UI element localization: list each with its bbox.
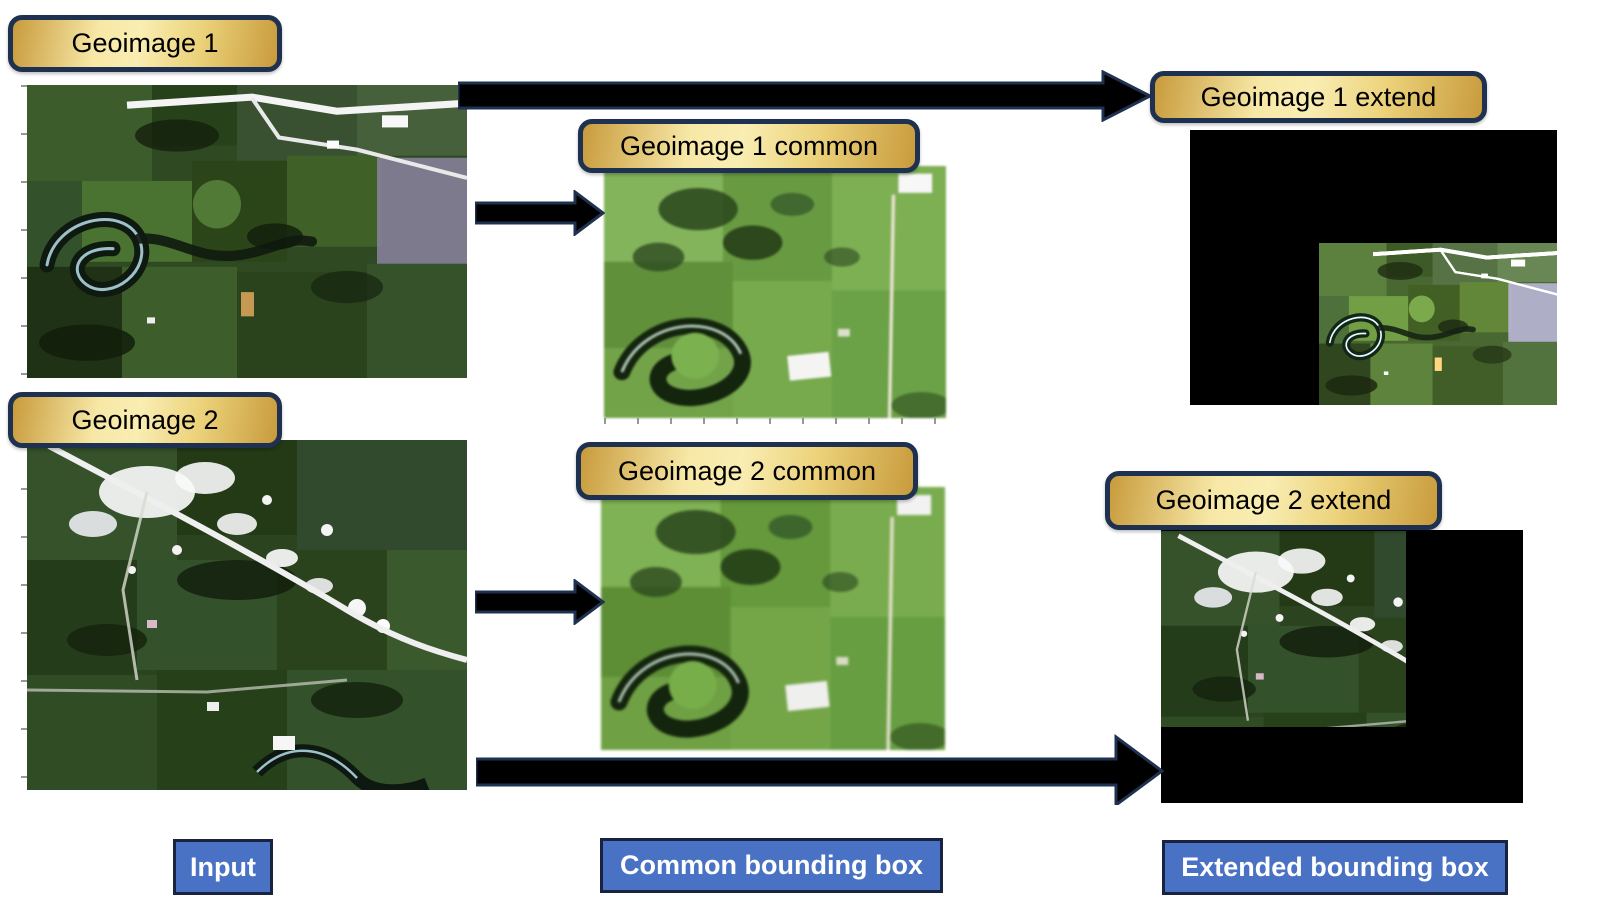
axis-ticks-geoimage-1-common [604,418,946,424]
geoimage-2-extend-thumbnail [1161,531,1406,727]
geoimage-2-thumbnail [27,440,467,790]
geoimage-1-extend-label: Geoimage 1 extend [1150,71,1487,123]
geoimage-2-extend-label-text: Geoimage 2 extend [1155,485,1392,515]
caption-input-text: Input [190,851,256,882]
axis-ticks-geoimage-1 [21,85,27,378]
geoimage-1-common-label: Geoimage 1 common [578,119,920,173]
geoimage-2-extend-mask [1161,530,1523,803]
caption-common-bounding-box-text: Common bounding box [620,850,923,880]
geoimage-1-extend-thumbnail [1319,243,1557,405]
geoimage-2-common-label: Geoimage 2 common [576,442,918,500]
geoimage-1-common-label-text: Geoimage 1 common [619,130,879,161]
geoimage-1-thumbnail [27,85,467,378]
geoimage2-to-common-right-arrow-icon [475,579,605,625]
caption-extended-bounding-box: Extended bounding box [1162,840,1508,895]
geoimage-1-common-thumbnail [604,166,946,418]
geoimage-1-extend-mask [1190,130,1557,405]
caption-input: Input [173,839,273,895]
caption-extended-bounding-box-text: Extended bounding box [1181,852,1489,882]
geoimage1-to-common-right-arrow-icon [475,190,605,236]
geoimage-2-common-label-text: Geoimage 2 common [617,455,877,486]
geoimage2-to-extend-right-arrow-icon [476,734,1164,805]
geoimage-1-extend-label-text: Geoimage 1 extend [1200,81,1437,112]
geoimage-2-label: Geoimage 2 [8,392,282,448]
axis-ticks-geoimage-2 [21,440,27,790]
geoimage-1-label-text: Geoimage 1 [71,28,219,58]
geoimage-2-label-text: Geoimage 2 [71,404,219,435]
geoimage-1-label: Geoimage 1 [8,15,282,72]
geoimage-2-common-thumbnail [601,487,945,750]
geoimage1-to-extend-right-arrow-icon [458,70,1152,122]
caption-common-bounding-box: Common bounding box [600,838,943,893]
geoimage-2-extend-label: Geoimage 2 extend [1105,471,1442,530]
